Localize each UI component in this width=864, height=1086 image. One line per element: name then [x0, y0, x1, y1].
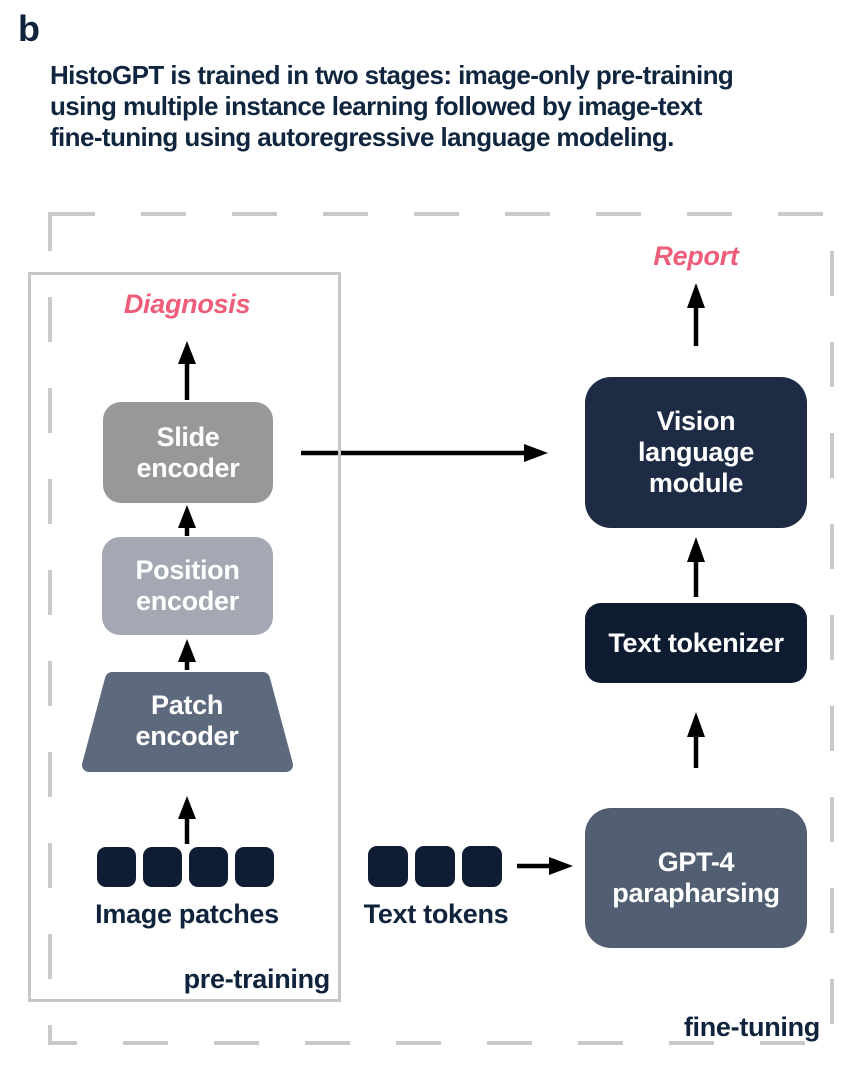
- image-patch-square: [143, 847, 182, 887]
- text-token-square: [462, 846, 502, 887]
- gpt4-paraphrasing-node: GPT-4 parapharsing: [585, 808, 807, 948]
- position-encoder-label: Position encoder: [135, 555, 240, 616]
- report-output-label: Report: [653, 241, 739, 271]
- image-patch-square: [189, 847, 228, 887]
- image-patch-square: [235, 847, 274, 887]
- caption-line-1: HistoGPT is trained in two stages: image…: [50, 60, 734, 90]
- vision-language-module-node: Vision language module: [585, 377, 807, 528]
- finetuning-dashed-border: [48, 212, 834, 1045]
- image-patches-label: Image patches: [95, 899, 279, 929]
- gpt4-paraphrasing-label: GPT-4 parapharsing: [612, 847, 780, 908]
- image-patch-square: [97, 847, 136, 887]
- pretraining-solid-border: [28, 272, 341, 1002]
- slide-encoder-label: Slide encoder: [136, 421, 240, 483]
- text-tokens-label: Text tokens: [363, 899, 509, 929]
- caption-line-3: fine-tuning using autoregressive languag…: [50, 122, 674, 152]
- patch-encoder-trapezoid: [82, 672, 293, 772]
- diagnosis-output-label: Diagnosis: [123, 289, 251, 319]
- arrow-patches-to-patch-encoder: [178, 796, 196, 844]
- text-tokenizer-label: Text tokenizer: [608, 627, 784, 658]
- patch-encoder-label: Patch encoder: [135, 690, 239, 751]
- arrow-position-to-slide: [178, 505, 196, 536]
- vision-language-module-label: Vision language module: [637, 406, 755, 498]
- panel-label: b: [18, 8, 40, 49]
- arrow-tokens-to-gpt4: [517, 857, 573, 875]
- arrow-tokenizer-to-vlm: [687, 537, 705, 597]
- figure-caption: HistoGPT is trained in two stages: image…: [50, 60, 840, 153]
- arrow-slide-to-diagnosis: [178, 341, 196, 400]
- text-token-square: [368, 846, 408, 887]
- arrow-vlm-to-report: [687, 283, 705, 346]
- finetuning-stage-label: fine-tuning: [683, 1012, 820, 1042]
- arrow-patch-to-position: [178, 639, 196, 670]
- text-token-squares: [368, 846, 502, 887]
- slide-encoder-node: Slide encoder: [103, 402, 273, 503]
- position-encoder-node: Position encoder: [102, 537, 273, 635]
- text-token-square: [415, 846, 455, 887]
- arrow-gpt4-to-tokenizer: [687, 712, 705, 768]
- caption-line-2: using multiple instance learning followe…: [50, 91, 702, 121]
- pretraining-stage-label: pre-training: [183, 964, 331, 994]
- image-patch-squares: [97, 847, 274, 887]
- text-tokenizer-node: Text tokenizer: [585, 603, 807, 683]
- patch-encoder-node: Patch encoder: [87, 690, 287, 752]
